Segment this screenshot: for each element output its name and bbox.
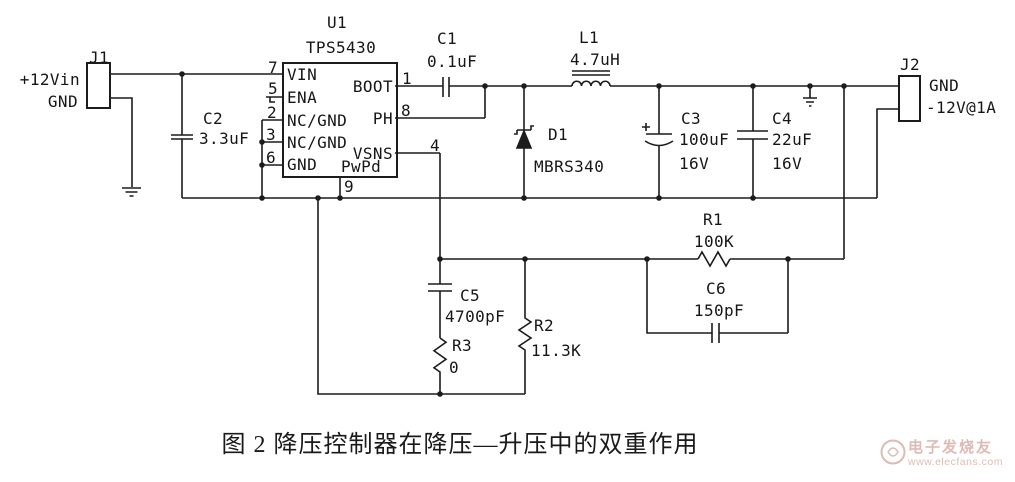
r2-value-label: 11.3K <box>531 341 582 360</box>
d1-ref-label: D1 <box>548 125 569 144</box>
j1-pin-gnd-label: GND <box>47 92 78 111</box>
junction-dots <box>179 71 847 397</box>
plus-polarity-mark <box>642 123 650 131</box>
c4-ref-label: C4 <box>772 109 793 128</box>
j2-connector-box <box>898 75 921 122</box>
c2-ref-label: C2 <box>203 109 224 128</box>
pin-num-8: 8 <box>400 101 412 120</box>
d1-part-label: MBRS340 <box>534 157 605 176</box>
resistor-r1-symbol <box>697 250 731 268</box>
ground-symbol-input <box>122 187 141 197</box>
capacitor-c2-symbol <box>171 134 193 140</box>
c4-value-label: 22uF <box>772 130 813 149</box>
capacitor-c1-symbol <box>442 77 450 97</box>
pin-name-vin: VIN <box>287 65 318 84</box>
c6-ref-label: C6 <box>705 279 727 298</box>
diode-d1-symbol <box>514 86 534 198</box>
pin-num-5: 5 <box>267 79 279 98</box>
c1-ref-label: C1 <box>436 29 458 48</box>
pin-num-9: 9 <box>343 177 355 196</box>
j2-pin-gnd-label: GND <box>929 76 960 95</box>
j1-pin-12vin-label: +12Vin <box>19 70 80 89</box>
j2-pin-12v-label: -12V@1A <box>926 98 997 117</box>
watermark: 电子发烧友 www.elecfans.com <box>880 420 1015 480</box>
pin-num-1: 1 <box>401 69 413 88</box>
l1-value-label: 4.7uH <box>570 50 621 69</box>
c6-value-label: 150pF <box>693 301 745 320</box>
u1-ref-label: U1 <box>326 13 348 32</box>
c2-value-label: 3.3uF <box>199 129 250 148</box>
inductor-l1-symbol <box>571 70 611 87</box>
c3-value-label: 100uF <box>679 130 730 149</box>
pin-name-ph: PH <box>372 109 393 128</box>
u1-ic-box <box>282 62 398 178</box>
resistor-r3-symbol <box>432 337 448 394</box>
capacitor-c6-symbol <box>646 259 789 343</box>
j1-connector-box <box>86 62 111 109</box>
j1-ref-label: J1 <box>88 48 110 67</box>
r2-ref-label: R2 <box>534 316 555 335</box>
c5-ref-label: C5 <box>460 286 481 305</box>
resistor-r2-symbol <box>517 259 533 394</box>
c4-rating-label: 16V <box>772 154 803 173</box>
pin-num-6: 6 <box>265 148 277 167</box>
watermark-logo-icon <box>880 439 906 465</box>
pin-name-ncgnd1: NC/GND <box>287 111 348 130</box>
c3-rating-label: 16V <box>679 154 710 173</box>
capacitor-c5-symbol <box>428 283 452 338</box>
c5-value-label: 4700pF <box>445 307 506 326</box>
watermark-brand-text: 电子发烧友 <box>908 439 994 456</box>
c3-ref-label: C3 <box>681 109 702 128</box>
pin-num-3: 3 <box>265 125 277 144</box>
watermark-url-text: www.elecfans.com <box>908 456 1003 468</box>
c1-value-label: 0.1uF <box>427 52 478 71</box>
capacitor-c3-symbol <box>642 86 674 198</box>
pin-name-ncgnd2: NC/GND <box>287 133 348 152</box>
pin-num-4: 4 <box>429 136 441 155</box>
figure-caption: 图 2 降压控制器在降压—升压中的双重作用 <box>221 432 699 458</box>
u1-part-label: TPS5430 <box>305 38 377 57</box>
r1-value-label: 100K <box>693 232 735 251</box>
r1-ref-label: R1 <box>702 210 724 229</box>
pin-name-pwpd: PwPd <box>341 157 382 176</box>
r3-ref-label: R3 <box>452 336 473 355</box>
capacitor-c4-symbol <box>737 86 768 198</box>
j2-ref-label: J2 <box>899 55 921 74</box>
r3-value-label: 0 <box>449 358 460 377</box>
pin-name-ena: ENA <box>287 88 318 107</box>
pin-num-7: 7 <box>267 58 279 77</box>
pin-name-boot: BOOT <box>352 77 393 96</box>
l1-ref-label: L1 <box>578 28 600 47</box>
pin-name-gnd: GND <box>287 155 318 174</box>
pin-num-2: 2 <box>266 103 278 122</box>
pin-name-vsns: VSNS <box>352 144 393 163</box>
ground-symbol-output <box>803 86 817 107</box>
